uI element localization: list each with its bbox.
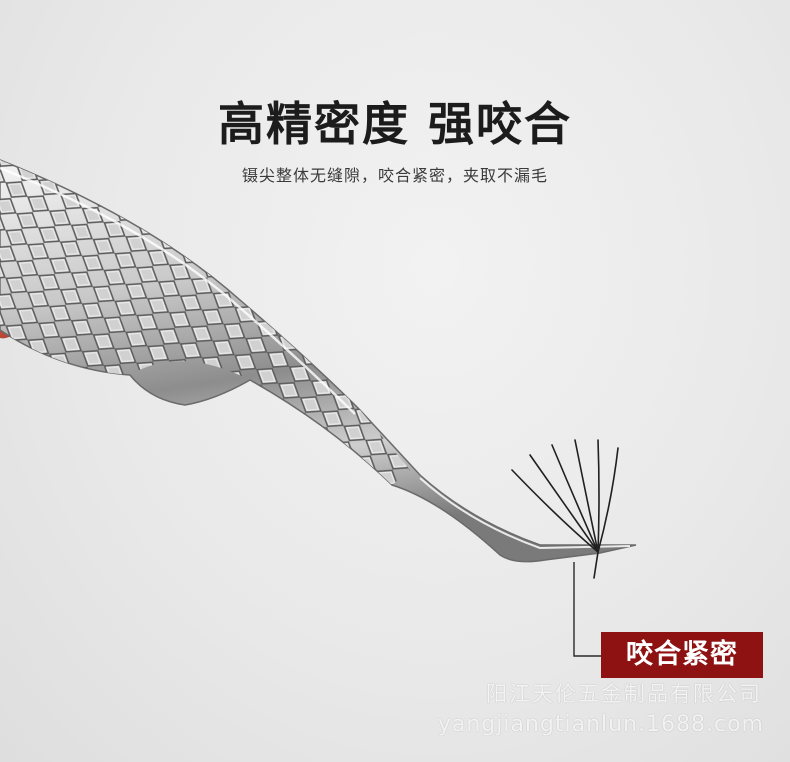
watermark-url: yangjiangtianlun.1688.com — [437, 712, 764, 737]
callout-badge: 咬合紧密 — [601, 632, 763, 678]
eyelash-fan — [511, 439, 619, 579]
callout-line — [573, 562, 601, 657]
headline: 高精密度 强咬合 — [217, 97, 572, 151]
watermark-company: 阳江天伦五金制品有限公司 — [486, 682, 762, 706]
diamond-grip-pattern — [0, 160, 410, 485]
subheadline: 镊尖整体无缝隙，咬合紧密，夹取不漏毛 — [241, 166, 548, 185]
